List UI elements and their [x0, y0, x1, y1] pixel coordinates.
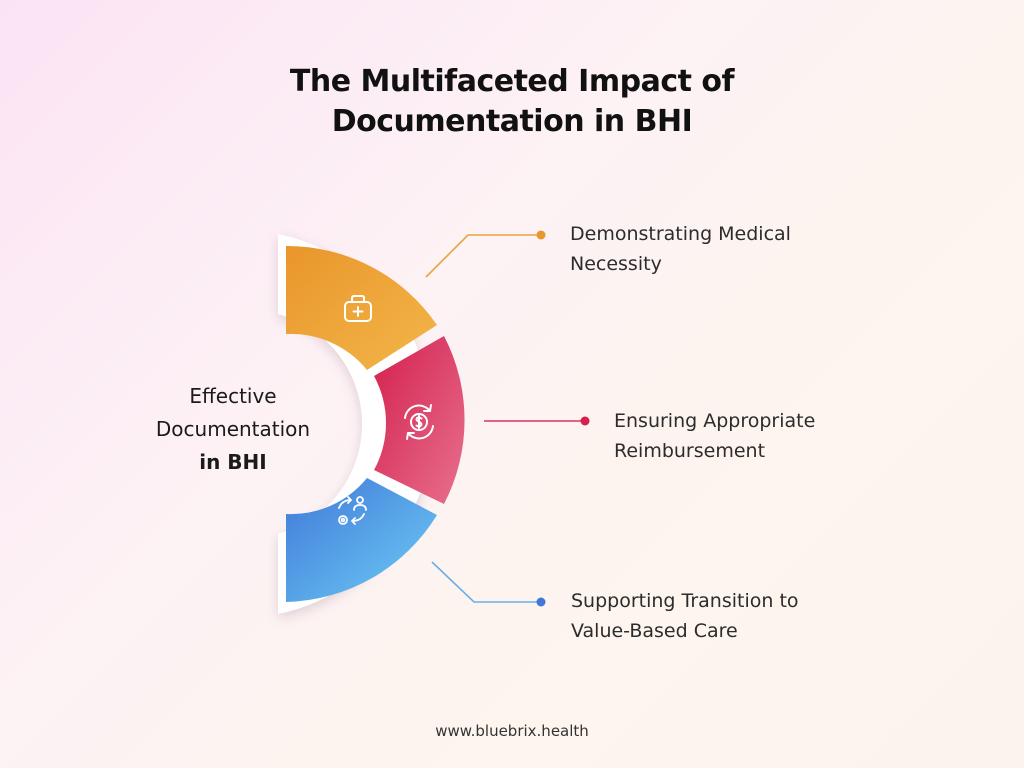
callout-reimbursement: Ensuring Appropriate Reimbursement	[614, 406, 815, 466]
center-label: Effective Documentation in BHI	[133, 380, 333, 479]
dollar-cycle-icon	[404, 404, 434, 440]
callout-medical-necessity: Demonstrating Medical Necessity	[570, 219, 791, 279]
callout-medical-necessity-line-1: Demonstrating Medical	[570, 223, 791, 245]
title-line-1: The Multifaceted Impact of	[289, 64, 735, 99]
callout-reimbursement-line-2: Reimbursement	[614, 440, 766, 462]
center-label-line-3: in BHI	[199, 450, 267, 474]
connector-reimbursement	[484, 416, 590, 426]
segment-medical-necessity[interactable]	[286, 245, 437, 370]
callout-reimbursement-line-1: Ensuring Appropriate	[614, 410, 816, 432]
medical-kit-icon	[344, 295, 372, 322]
title-line-2: Documentation in BHI	[331, 104, 693, 139]
connector-value-based-care	[431, 561, 546, 607]
callout-value-based-care-line-1: Supporting Transition to	[571, 590, 799, 612]
callout-medical-necessity-line-2: Necessity	[570, 253, 662, 275]
segment-value-based-care[interactable]	[286, 478, 437, 602]
center-label-line-1: Effective	[189, 384, 277, 408]
center-label-line-2: Documentation	[155, 417, 311, 441]
callout-value-based-care: Supporting Transition to Value-Based Car…	[571, 586, 799, 646]
care-workflow-icon	[338, 496, 367, 525]
connector-medical-necessity	[425, 230, 546, 278]
page-title: The Multifaceted Impact of Documentation…	[0, 62, 1024, 142]
callout-value-based-care-line-2: Value-Based Care	[571, 620, 738, 642]
footer-url[interactable]: www.bluebrix.health	[435, 722, 589, 740]
